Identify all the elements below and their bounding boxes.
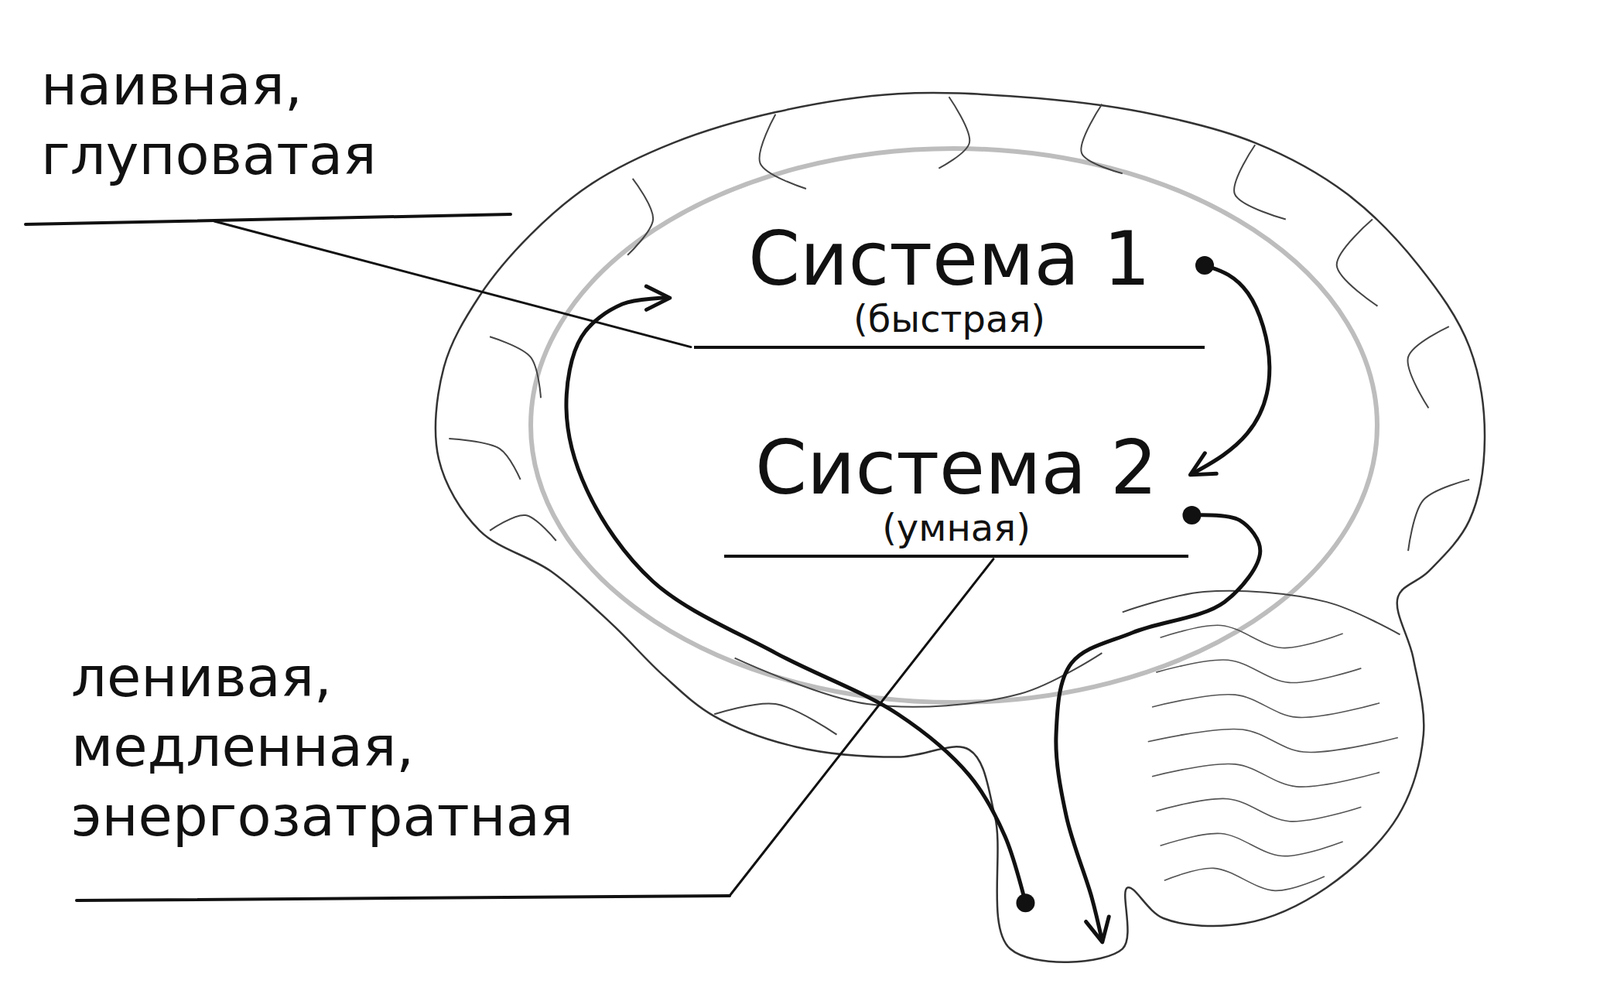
brain-gyrus <box>759 114 807 189</box>
trait-label: ленивая, медленная, энергозатратная <box>71 642 629 852</box>
system-title: Система 1 <box>700 220 1199 299</box>
flow-arrow <box>1056 515 1261 941</box>
systems-ellipse <box>530 148 1378 703</box>
cerebellum-fold <box>1160 625 1344 648</box>
flow-dot <box>1182 505 1201 525</box>
label-underline <box>25 214 511 225</box>
brain-gyrus <box>448 438 520 480</box>
brain-gyrus <box>1122 591 1401 636</box>
brain-gyrus <box>489 336 541 398</box>
brain-gyrus <box>627 178 653 256</box>
flow-dot <box>1195 256 1214 275</box>
brain-gyrus <box>1336 219 1378 307</box>
flow-arrows <box>566 297 1261 941</box>
cerebellum-fold <box>1155 798 1361 821</box>
brain-gyrus <box>489 515 557 541</box>
trait-label: наивная, глуповатая <box>41 50 475 190</box>
brain-contour <box>435 92 1485 963</box>
cerebellum-fold <box>1164 868 1325 891</box>
flow-arrow <box>566 297 1026 903</box>
label-underline <box>76 895 730 901</box>
system-subtitle: (быстрая) <box>700 298 1199 340</box>
leader-line <box>214 221 691 348</box>
brain-gyrus <box>1408 326 1450 409</box>
brain-gyrus <box>938 96 970 168</box>
flow-connector <box>1191 265 1270 475</box>
cerebellum-fold <box>1148 728 1399 753</box>
system-block: Система 2(умная) <box>724 429 1189 558</box>
brain-outline <box>435 92 1485 963</box>
system-subtitle: (умная) <box>730 507 1183 549</box>
flow-dot <box>1015 893 1035 913</box>
brain-gyrus <box>1234 144 1286 219</box>
leader-line <box>729 559 994 896</box>
cerebellum-fold <box>1152 694 1380 718</box>
cerebellum-fold <box>1152 763 1380 787</box>
cerebellum-fold <box>1160 833 1344 856</box>
brain-gyrus <box>714 703 837 735</box>
cerebellum-fold <box>1155 659 1361 683</box>
brain-gyrus <box>1408 479 1470 551</box>
brain-gyrus <box>1080 104 1122 175</box>
system-block: Система 1(быстрая) <box>694 220 1205 349</box>
system-title: Система 2 <box>730 429 1183 508</box>
